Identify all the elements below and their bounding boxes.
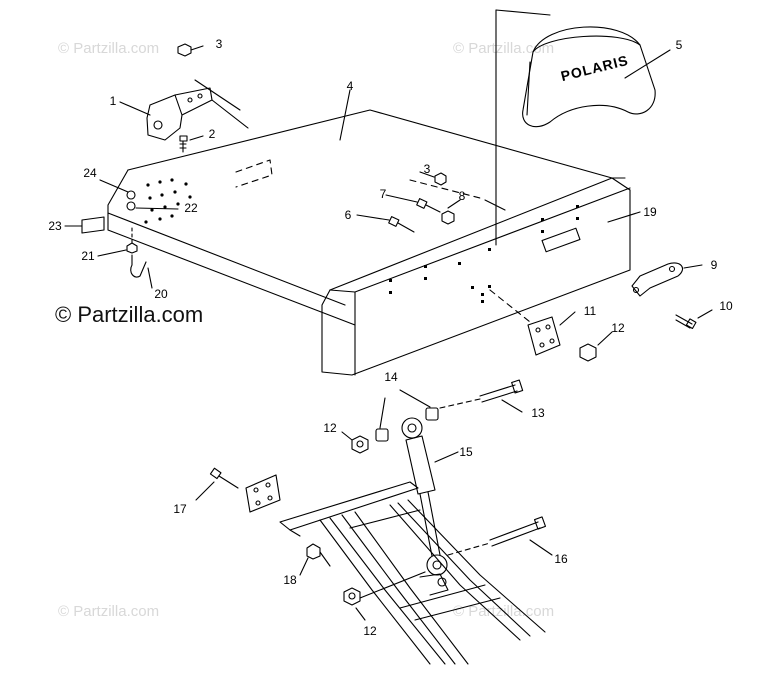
callout-16: 16 [554, 552, 568, 566]
latch-9 [631, 262, 703, 297]
screw-10 [675, 309, 713, 330]
callout-6: 6 [344, 208, 352, 222]
callout-20: 20 [154, 287, 168, 301]
callout-1: 1 [109, 94, 117, 108]
callout-7: 7 [379, 187, 387, 201]
watermark-main: © Partzilla.com [55, 302, 204, 327]
seat-back [522, 26, 656, 128]
callout-19: 19 [643, 205, 657, 219]
screw-2 [179, 135, 204, 153]
lower-frame [279, 481, 546, 665]
watermark-bottom-left: © Partzilla.com [58, 603, 160, 620]
bolt-7 [385, 194, 441, 213]
nut-3b [419, 171, 447, 186]
fasteners-22-24 [99, 179, 179, 211]
callout-12: 12 [323, 421, 337, 435]
callout-3: 3 [215, 37, 223, 51]
callout-12: 12 [363, 624, 377, 638]
callout-22: 22 [184, 201, 198, 215]
hidden-lines [235, 159, 531, 323]
callout-17: 17 [173, 502, 187, 516]
panel-holes [389, 205, 579, 303]
perforations [144, 178, 192, 224]
callout-21: 21 [81, 249, 95, 263]
u-bolt-20 [130, 227, 153, 289]
nut-12b [341, 431, 369, 454]
watermark-top-right: © Partzilla.com [453, 40, 555, 57]
callout-24: 24 [83, 166, 97, 180]
watermark-top-left: © Partzilla.com [58, 40, 160, 57]
plate-11 [527, 311, 576, 356]
nut-12a [579, 331, 613, 362]
callout-13: 13 [531, 406, 545, 420]
bolt-6 [356, 214, 415, 233]
nut-3a [177, 43, 204, 57]
callout-18: 18 [283, 573, 297, 587]
callout-12: 12 [611, 321, 625, 335]
callout-9: 9 [710, 258, 718, 272]
nut-12c [343, 571, 426, 621]
callout-15: 15 [459, 445, 473, 459]
callout-4: 4 [346, 79, 354, 93]
callout-2: 2 [208, 127, 216, 141]
nut-21 [97, 242, 138, 257]
bushings-14 [375, 389, 439, 442]
leader-lines [119, 49, 671, 223]
bolt-13 [439, 379, 524, 413]
nut-18 [299, 543, 331, 576]
panel-slot [541, 227, 581, 253]
callout-11: 11 [583, 304, 597, 318]
callout-23: 23 [48, 219, 62, 233]
bracket-17 [195, 467, 281, 513]
callout-8: 8 [458, 189, 466, 203]
bracket-1 [146, 79, 249, 141]
seat-base-tray [107, 109, 631, 376]
callout-10: 10 [719, 299, 733, 313]
sticker-23 [64, 216, 105, 234]
callout-14: 14 [384, 370, 398, 384]
bolt-16 [447, 516, 553, 556]
callout-5: 5 [675, 38, 683, 52]
panel-edge [495, 9, 551, 16]
nut-8 [441, 199, 461, 225]
callout-3: 3 [423, 162, 431, 176]
